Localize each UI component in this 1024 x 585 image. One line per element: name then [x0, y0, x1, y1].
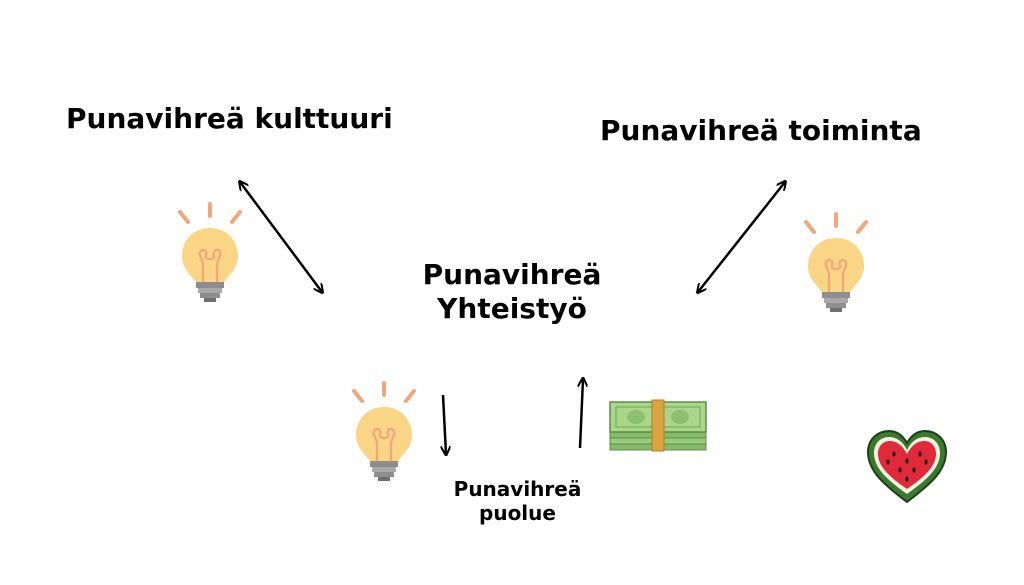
- lightbulb-icon: [178, 202, 242, 302]
- node-cooperation-label: Punavihreä Yhteistyö: [392, 258, 632, 325]
- arrow-cooperation-to-party: [443, 394, 446, 454]
- arrow-party-to-cooperation: [580, 379, 583, 449]
- arrow-culture-cooperation: [240, 182, 322, 292]
- node-action-label: Punavihreä toiminta: [600, 114, 922, 147]
- arrow-action-cooperation: [698, 182, 785, 292]
- node-culture-label: Punavihreä kulttuuri: [66, 102, 393, 135]
- money-stack-icon: [609, 399, 707, 452]
- node-party-label: Punavihreä puolue: [425, 477, 610, 525]
- node-cooperation-line2: Yhteistyö: [437, 291, 587, 325]
- lightbulb-icon: [352, 381, 416, 481]
- lightbulb-icon: [804, 212, 868, 312]
- watermelon-heart-icon: [866, 429, 948, 504]
- node-party-line1: Punavihreä: [453, 477, 582, 501]
- node-party-line2: puolue: [479, 501, 556, 525]
- node-cooperation-line1: Punavihreä: [422, 258, 602, 291]
